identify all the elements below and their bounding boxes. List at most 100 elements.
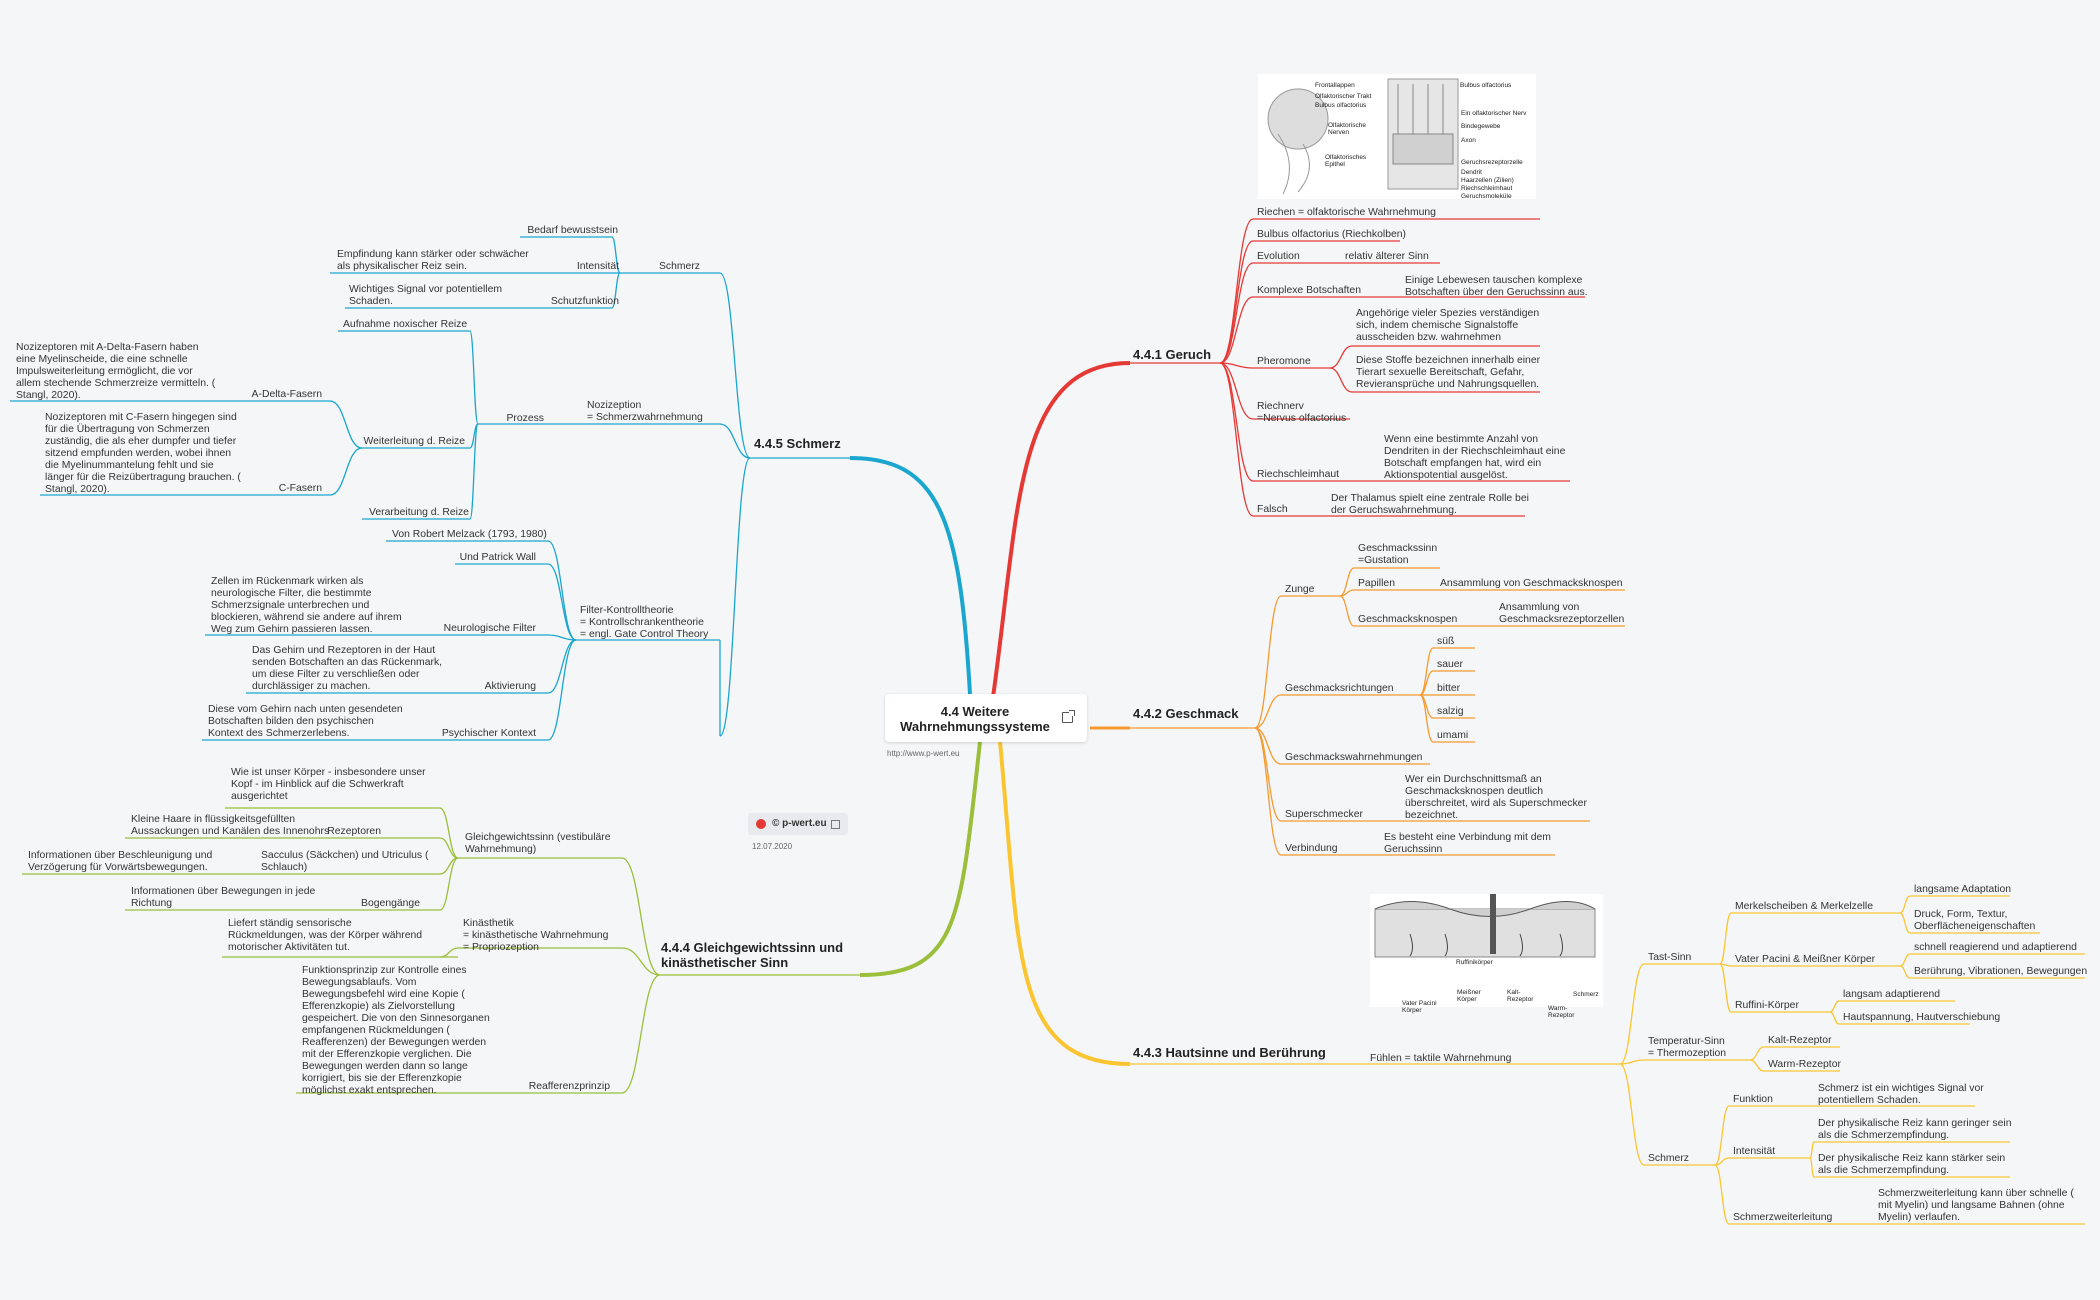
node[interactable]: Riechen = olfaktorische Wahrnehmung bbox=[1257, 207, 1436, 218]
node[interactable]: Ruffini-Körper bbox=[1735, 1000, 1799, 1011]
node[interactable]: Aktivierung bbox=[484, 681, 536, 692]
connector bbox=[439, 947, 459, 958]
node[interactable]: Berührung, Vibrationen, Bewegungen bbox=[1914, 966, 2088, 977]
node[interactable]: Bulbus olfactorius (Riechkolben) bbox=[1257, 229, 1407, 240]
node[interactable]: Geschmackswahrnehmungen bbox=[1285, 752, 1423, 763]
node[interactable]: Superschmecker bbox=[1285, 809, 1363, 820]
node[interactable]: Psychischer Kontext bbox=[441, 728, 536, 739]
node[interactable]: Riechschleimhaut bbox=[1257, 469, 1340, 480]
node[interactable]: Merkelscheiben & Merkelzelle bbox=[1735, 901, 1874, 912]
node[interactable]: Vater Pacini & Meißner Körper bbox=[1735, 954, 1876, 965]
node[interactable]: Nozizeption = Schmerzwahrnehmung bbox=[587, 400, 703, 423]
node[interactable]: Schmerz ist ein wichtiges Signal vor pot… bbox=[1818, 1083, 1984, 1106]
node[interactable]: Funktionsprinzip zur Kontrolle eines Bew… bbox=[302, 965, 490, 1096]
node[interactable]: Rezeptoren bbox=[327, 826, 381, 837]
node[interactable]: Geschmacksknospen bbox=[1358, 614, 1458, 625]
node[interactable]: Zunge bbox=[1285, 584, 1315, 595]
node[interactable]: Fühlen = taktile Wahrnehmung bbox=[1370, 1053, 1512, 1064]
node[interactable]: Druck, Form, Textur, Oberflächeneigensch… bbox=[1914, 909, 2036, 932]
node[interactable]: Schutzfunktion bbox=[550, 296, 619, 307]
node[interactable]: Pheromone bbox=[1257, 356, 1311, 367]
node[interactable]: Empfindung kann stärker oder schwächer a… bbox=[337, 249, 529, 272]
node[interactable]: relativ älterer Sinn bbox=[1345, 251, 1429, 262]
node[interactable]: Falsch bbox=[1257, 504, 1288, 515]
node[interactable]: C-Fasern bbox=[278, 483, 322, 494]
taste[interactable]: sauer bbox=[1437, 659, 1463, 670]
node[interactable]: Einige Lebewesen tauschen komplexe Botsc… bbox=[1405, 275, 1588, 298]
node[interactable]: Schmerzweiterleitung bbox=[1733, 1212, 1833, 1223]
node[interactable]: Schmerz bbox=[1648, 1153, 1689, 1164]
node[interactable]: langsam adaptierend bbox=[1843, 989, 1941, 1000]
node[interactable]: Geschmackssinn =Gustation bbox=[1358, 543, 1438, 566]
node[interactable]: Angehörige vieler Spezies verständigen s… bbox=[1356, 308, 1540, 343]
node[interactable]: Warm-Rezeptor bbox=[1768, 1059, 1841, 1070]
node[interactable]: Kalt-Rezeptor bbox=[1768, 1035, 1832, 1046]
node[interactable]: Aufnahme noxischer Reize bbox=[343, 319, 468, 330]
node[interactable]: Der physikalische Reiz kann geringer sei… bbox=[1818, 1118, 2012, 1141]
node[interactable]: schnell reagierend und adaptierend bbox=[1914, 942, 2077, 953]
node[interactable]: Liefert ständig sensorische Rückmeldunge… bbox=[228, 918, 423, 953]
copyright-badge[interactable]: © p-wert.eu bbox=[748, 813, 848, 835]
node[interactable]: Informationen über Beschleunigung und Ve… bbox=[28, 850, 213, 873]
node[interactable]: Wer ein Durchschnittsmaß an Geschmackskn… bbox=[1405, 774, 1587, 821]
root-topic[interactable]: 4.4 Weitere Wahrnehmungssysteme bbox=[885, 694, 1087, 742]
node[interactable]: Neurologische Filter bbox=[443, 623, 536, 634]
node[interactable]: Papillen bbox=[1358, 578, 1395, 589]
node[interactable]: Bedarf bewusstsein bbox=[527, 225, 618, 236]
node[interactable]: Schmerzweiterleitung kann über schnelle … bbox=[1878, 1188, 2074, 1223]
node[interactable]: Der physikalische Reiz kann stärker sein… bbox=[1818, 1153, 2006, 1176]
node[interactable]: Diese vom Gehirn nach unten gesendeten B… bbox=[208, 704, 403, 739]
node[interactable]: Bogengänge bbox=[361, 898, 420, 909]
node[interactable]: Ansammlung von Geschmacksrezeptorzellen bbox=[1499, 602, 1625, 625]
node[interactable]: Komplexe Botschaften bbox=[1257, 285, 1361, 296]
taste[interactable]: süß bbox=[1437, 636, 1455, 647]
node[interactable]: Intensität bbox=[1733, 1146, 1776, 1157]
node[interactable]: Geschmacksrichtungen bbox=[1285, 683, 1394, 694]
node[interactable]: Das Gehirn und Rezeptoren in der Haut se… bbox=[252, 645, 443, 692]
node[interactable]: Wie ist unser Körper - insbesondere unse… bbox=[231, 767, 426, 802]
branch-gleichgewicht[interactable]: 4.4.4 Gleichgewichtssinn und kinästhetis… bbox=[661, 940, 844, 970]
node[interactable]: Hautspannung, Hautverschiebung bbox=[1843, 1012, 2001, 1023]
node[interactable]: Wenn eine bestimmte Anzahl von Dendriten… bbox=[1384, 434, 1566, 481]
taste[interactable]: umami bbox=[1437, 730, 1469, 741]
node[interactable]: Es besteht eine Verbindung mit dem Geruc… bbox=[1384, 832, 1551, 855]
node[interactable]: Nozizeptoren mit C-Fasern hingegen sind … bbox=[45, 412, 241, 495]
external-link-icon[interactable] bbox=[831, 820, 840, 829]
branch-geruch[interactable]: 4.4.1 Geruch bbox=[1133, 347, 1212, 362]
root-url[interactable]: http://www.p-wert.eu bbox=[887, 749, 960, 758]
node[interactable]: Diese Stoffe bezeichnen innerhalb einer … bbox=[1356, 355, 1541, 390]
node[interactable]: Evolution bbox=[1257, 251, 1300, 262]
branch-schmerz[interactable]: 4.4.5 Schmerz bbox=[754, 436, 841, 451]
node[interactable]: Zellen im Rückenmark wirken als neurolog… bbox=[211, 576, 402, 635]
node[interactable]: Temperatur-Sinn = Thermozeption bbox=[1648, 1036, 1727, 1059]
node[interactable]: Nozizeptoren mit A-Delta-Fasern haben ei… bbox=[16, 342, 216, 401]
node[interactable]: Wichtiges Signal vor potentiellem Schade… bbox=[349, 284, 503, 307]
node[interactable]: A-Delta-Fasern bbox=[251, 389, 322, 400]
node[interactable]: Riechnerv =Nervus olfactorius bbox=[1257, 401, 1347, 424]
node[interactable]: Kleine Haare in flüssigkeitsgefüllten Au… bbox=[131, 814, 330, 837]
node[interactable]: Reafferenzprinzip bbox=[528, 1081, 610, 1092]
node[interactable]: langsame Adaptation bbox=[1914, 884, 2012, 895]
node[interactable]: Kinästhetik = kinästhetische Wahrnehmung… bbox=[463, 918, 609, 953]
branch-haut[interactable]: 4.4.3 Hautsinne und Berührung bbox=[1133, 1045, 1326, 1060]
node[interactable]: Intensität bbox=[576, 261, 619, 272]
node[interactable]: Der Thalamus spielt eine zentrale Rolle … bbox=[1331, 493, 1529, 516]
node[interactable]: Verarbeitung d. Reize bbox=[369, 507, 469, 518]
external-link-icon[interactable] bbox=[1062, 710, 1075, 723]
node[interactable]: Ansammlung von Geschmacksknospen bbox=[1440, 578, 1623, 589]
taste[interactable]: bitter bbox=[1437, 683, 1461, 694]
node[interactable]: Gleichgewichtssinn (vestibuläre Wahrnehm… bbox=[465, 832, 611, 855]
node[interactable]: Und Patrick Wall bbox=[459, 552, 536, 563]
node[interactable]: Tast-Sinn bbox=[1648, 952, 1692, 963]
branch-geschmack[interactable]: 4.4.2 Geschmack bbox=[1133, 706, 1239, 721]
node[interactable]: Von Robert Melzack (1793, 1980) bbox=[392, 529, 547, 540]
node[interactable]: Informationen über Bewegungen in jede Ri… bbox=[131, 886, 316, 909]
node[interactable]: Schmerz bbox=[659, 261, 700, 272]
taste[interactable]: salzig bbox=[1437, 706, 1464, 717]
node[interactable]: Weiterleitung d. Reize bbox=[363, 436, 465, 447]
node[interactable]: Funktion bbox=[1733, 1094, 1773, 1105]
node[interactable]: Verbindung bbox=[1285, 843, 1338, 854]
node[interactable]: Sacculus (Säckchen) und Utriculus ( Schl… bbox=[261, 850, 429, 873]
node[interactable]: Filter-Kontrolltheorie = Kontrollschrank… bbox=[580, 605, 709, 640]
node[interactable]: Prozess bbox=[506, 413, 544, 424]
